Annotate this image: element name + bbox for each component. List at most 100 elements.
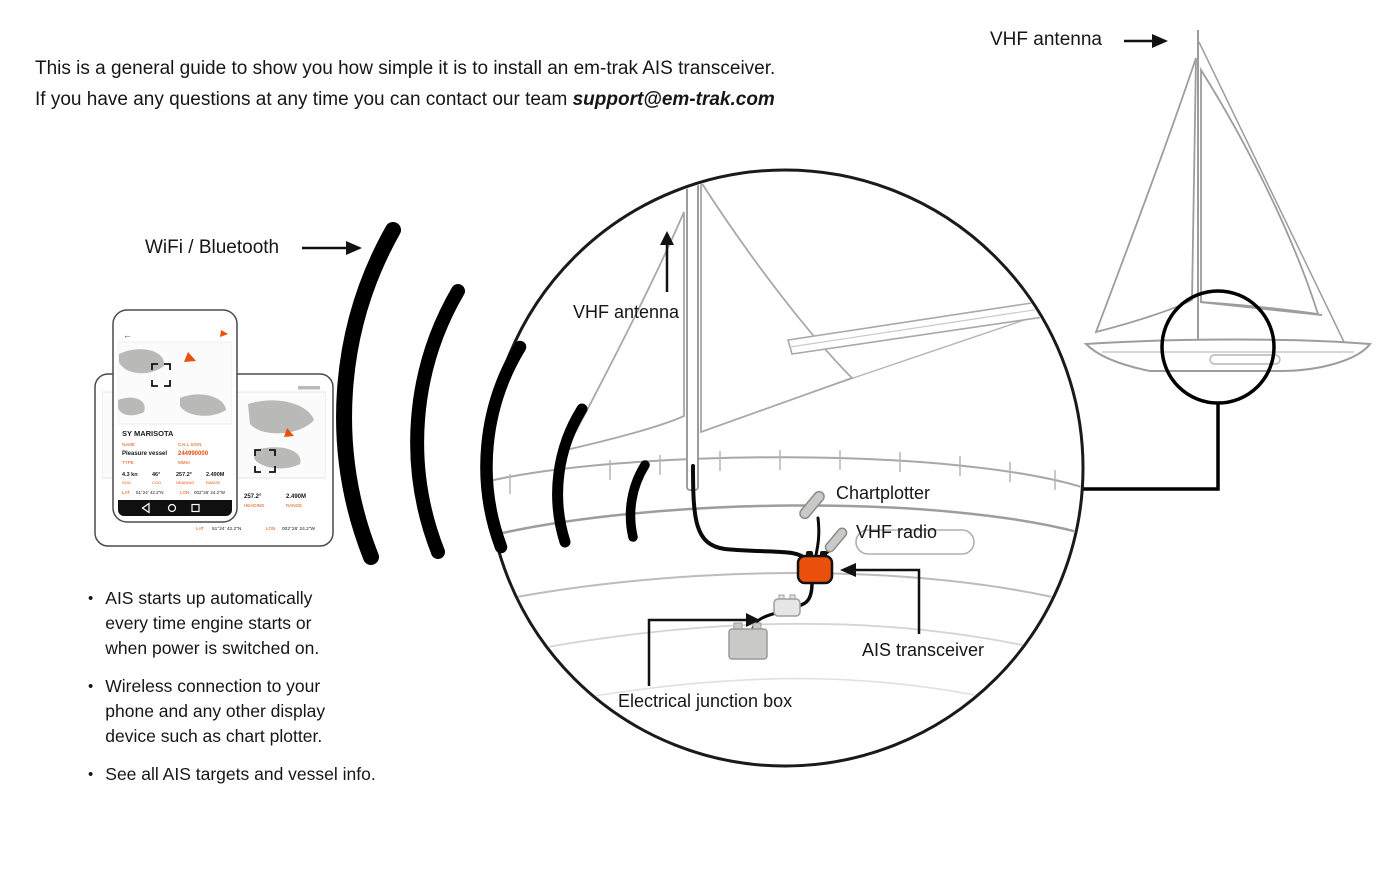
cockpit-console (855, 529, 975, 555)
sailboat-backstay (1198, 41, 1345, 343)
sailboat-jib-sail (1094, 57, 1197, 334)
tablet-range-label: RANGE (286, 503, 302, 508)
wifi-arc (625, 460, 650, 542)
list-item: • See all AIS targets and vessel info. (88, 762, 418, 787)
phone-map-land (180, 394, 226, 416)
ais-transceiver-device (796, 551, 834, 585)
vhf-antenna-boat-label: VHF antenna (990, 29, 1102, 50)
vhf-antenna-detail-arrowhead (660, 231, 674, 245)
bullet-dot: • (88, 678, 94, 695)
hull-line-3 (557, 677, 1031, 708)
vhf-antenna-detail-label: VHF antenna (573, 302, 680, 322)
antenna-cable (691, 464, 806, 560)
tablet-map-land (248, 400, 314, 434)
bullet-dot: • (88, 590, 94, 607)
ais-transceiver-label: AIS transceiver (862, 640, 985, 660)
sailboat-illustration (1083, 30, 1372, 372)
wifi-arcs (336, 222, 650, 565)
hull-line-2 (519, 622, 1063, 655)
phone-target-brackets-icon (151, 363, 171, 387)
mast (686, 172, 699, 491)
tablet-heading-value: 257.2° (244, 494, 262, 500)
bullet-dot: • (88, 766, 94, 783)
deck-railing (489, 456, 1081, 489)
phone-sog-value: 4.3 kn (122, 472, 138, 478)
phone-heading-value: 257.2° (176, 472, 192, 478)
tablet-lat-label: LAT (196, 526, 204, 531)
tablet-lon-label: LON (266, 526, 275, 531)
electrical-junction-box-label: Electrical junction box (618, 691, 793, 711)
battery-device (728, 622, 768, 660)
wifi-bluetooth-arrowhead (346, 241, 362, 255)
intro-line-2: If you have any questions at any time yo… (35, 89, 775, 110)
wifi-arc (410, 284, 465, 559)
phone-callsign-value: 244990000 (178, 451, 209, 457)
zoom-connector-line (1082, 403, 1220, 491)
label-arrows (302, 34, 1168, 686)
phone-type-label: TYPE (122, 460, 134, 465)
phone-heading-label: HEADING (176, 480, 194, 485)
sailboat-main-sail (1200, 66, 1320, 316)
intro-line-1: This is a general guide to show you how … (35, 58, 776, 79)
phone-mockup: ← SY MARISOTA NAME CALL SIGN Pleasure ve… (112, 309, 238, 523)
tablet-map-land (254, 447, 301, 469)
chartplotter-device (799, 490, 825, 520)
list-item: • AIS starts up automatically every time … (88, 586, 333, 661)
phone-callsign-label: CALL SIGN (178, 442, 201, 447)
support-email: support@em-trak.com (572, 89, 775, 110)
intro-text: This is a general guide to show you how … (35, 53, 775, 115)
phone-lon-label: LON (180, 490, 189, 495)
phone-lat-value: 51°24' 42.2"N (136, 490, 164, 495)
phone-appbar-marker-icon (220, 330, 228, 337)
list-item: • Wireless connection to your phone and a… (88, 674, 333, 749)
vhf-antenna-boat-arrowhead (1152, 34, 1168, 48)
tablet-lon-value: 002°26' 24.2"W (282, 526, 316, 532)
junction-box-arrow (647, 618, 746, 686)
phone-vessel-name: SY MARISOTA (122, 429, 174, 438)
feature-bullet-list: • AIS starts up automatically every time … (88, 586, 418, 800)
phone-vessel-marker-icon (184, 352, 196, 362)
phone-back-icon: ← (123, 330, 132, 340)
phone-range-value: 2.490M (206, 472, 225, 478)
sailboat-cabin (1209, 354, 1281, 365)
phone-lat-label: LAT (122, 490, 130, 495)
vhf-radio-label: VHF radio (856, 522, 938, 542)
tablet-target-brackets-icon (254, 449, 276, 473)
wifi-arc (336, 222, 401, 565)
wifi-bluetooth-label: WiFi / Bluetooth (145, 237, 280, 258)
bullet-text: See all AIS targets and vessel info. (105, 764, 376, 784)
tablet-status-icons (298, 386, 320, 390)
vhf-radio-device (824, 527, 848, 553)
phone-sog-label: SOG (122, 480, 131, 485)
hull-line-1 (489, 572, 1081, 605)
boat-deck-art (489, 172, 1081, 708)
tablet-heading-label: HEADING (244, 503, 265, 508)
phone-range-label: RANGE (206, 480, 221, 485)
wifi-arc (480, 340, 527, 554)
wifi-arc (552, 403, 588, 548)
tablet-lat-value: 51°24' 42.2"N (212, 526, 242, 532)
phone-map-land (118, 397, 145, 416)
phone-cog-value: 46° (152, 472, 160, 478)
phone-name-value: Pleasure vessel (122, 451, 167, 457)
phone-mmsi-label: MMSI (178, 460, 190, 465)
junction-box-device (773, 594, 801, 617)
bullet-text: AIS starts up automatically every time e… (105, 588, 320, 658)
phone-cog-label: COG (152, 480, 161, 485)
ais-transceiver-arrowhead (840, 563, 856, 577)
chartplotter-label: Chartplotter (836, 483, 931, 503)
phone-name-label: NAME (122, 442, 135, 447)
chartplotter-cable (814, 516, 821, 557)
junction-box-arrowhead (746, 613, 760, 627)
phone-nav-recent-icon (191, 503, 200, 513)
phone-nav-back-icon (141, 502, 150, 514)
phone-nav-home-icon (167, 503, 177, 513)
furled-boom-crease (789, 305, 1061, 348)
bullet-text: Wireless connection to your phone and an… (105, 676, 326, 746)
starboard-sail (700, 178, 854, 434)
ais-transceiver-arrow (856, 568, 921, 634)
phone-lon-value: 002°26' 24.2"W (194, 490, 226, 495)
tablet-range-value: 2.490M (286, 494, 306, 500)
